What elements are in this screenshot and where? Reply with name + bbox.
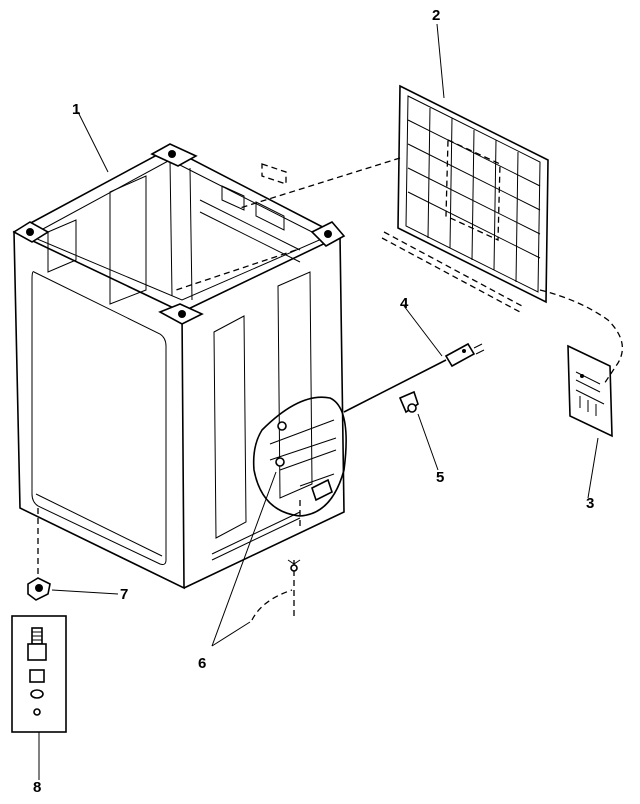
- callout-5: 5: [436, 469, 445, 486]
- callout-2: 2: [432, 7, 441, 24]
- foot-hardware-kit: [11, 615, 67, 780]
- leader-lines: [51, 23, 599, 647]
- detail-inset: [251, 396, 347, 621]
- wiring-diagram-sheet: [539, 289, 624, 438]
- guide-line: [239, 157, 401, 209]
- strain-relief: [398, 390, 419, 414]
- callout-8: 8: [33, 779, 42, 796]
- cabinet: [12, 143, 346, 590]
- callout-6: 6: [198, 655, 207, 672]
- leveling-foot: [27, 508, 51, 601]
- callout-4: 4: [400, 295, 409, 312]
- power-cord: [343, 342, 485, 413]
- callout-7: 7: [120, 586, 129, 603]
- guide-line: [175, 249, 297, 291]
- callout-1: 1: [72, 101, 81, 118]
- rear-panel: [381, 84, 549, 313]
- callout-3: 3: [586, 495, 595, 512]
